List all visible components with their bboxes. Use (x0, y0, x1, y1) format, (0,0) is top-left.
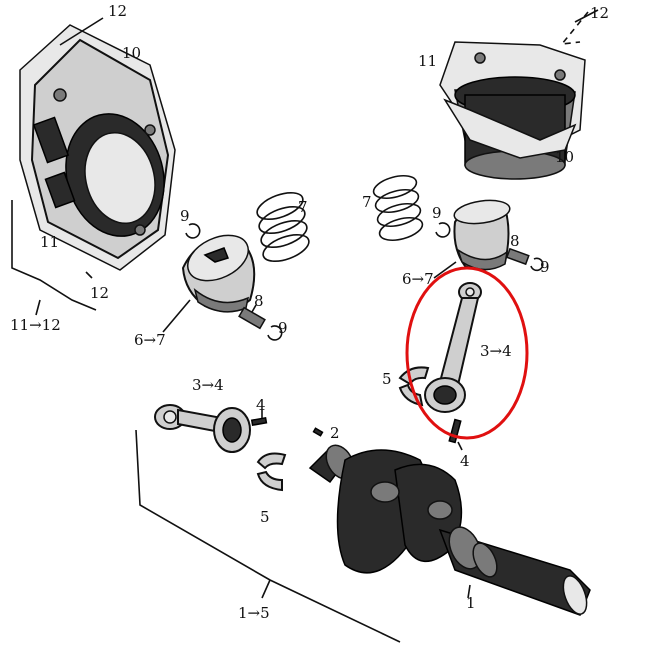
label-pin-right: 8 (510, 232, 520, 250)
rod-bolt-right (448, 418, 462, 444)
leader-crank-group (261, 579, 271, 599)
leader-head-right-gasket-top (560, 11, 589, 46)
piston-right (453, 199, 511, 271)
circlip-left-bottom (267, 325, 283, 341)
label-head-left-body: 11 (40, 233, 59, 251)
piston-left (181, 234, 256, 313)
piston-rings-left (256, 192, 310, 262)
leader-head-right-gasket-arrow (574, 9, 599, 23)
label-bolt-left: 4 (256, 396, 266, 414)
cylinder-head-left (19, 24, 176, 271)
label-rod-left: 3→4 (192, 376, 224, 394)
connecting-rod-left (154, 404, 251, 453)
leader-bolt-right (457, 441, 463, 451)
leader-crankshaft (467, 584, 471, 599)
bearing-left (256, 452, 287, 492)
leader-head-left-gasket-bottom (85, 271, 93, 279)
piston-pin-left (238, 306, 266, 330)
label-bolt-right: 4 (460, 452, 470, 470)
bracket-head-left (11, 200, 97, 311)
bearing-right (398, 366, 430, 407)
label-clip-right-top: 9 (432, 204, 442, 222)
label-head-right-gasket-top: 12 (590, 4, 609, 22)
leader-head-left-gasket-top (59, 17, 104, 46)
connecting-rod-right (424, 282, 482, 413)
leader-piston-left (162, 299, 191, 333)
circlip-right-side (530, 257, 544, 272)
circlip-left-top (185, 223, 201, 239)
label-key: 2 (330, 424, 340, 442)
label-head-right-top: 10 (555, 148, 574, 166)
label-rings-left: 7 (298, 198, 308, 216)
rod-bolt-left (250, 416, 268, 427)
circlip-right-top (435, 222, 451, 238)
bracket-crank-group (135, 429, 401, 643)
label-piston-left: 6→7 (134, 331, 166, 349)
piston-pin-right (505, 247, 530, 266)
leader-pin-left (251, 304, 257, 313)
label-head-left-gasket-bottom: 12 (90, 284, 109, 302)
cylinder-head-right (439, 41, 586, 180)
label-head-left-gasket-top: 12 (108, 2, 127, 20)
label-rings-right: 7 (362, 193, 372, 211)
label-bearing-right: 5 (382, 370, 392, 388)
label-head-left-group: 11→12 (10, 316, 61, 334)
label-rod-right: 3→4 (480, 342, 512, 360)
crankshaft (308, 444, 591, 616)
label-piston-right: 6→7 (402, 270, 434, 288)
label-clip-left-top: 9 (180, 207, 190, 225)
label-clip-right-side: 9 (540, 258, 550, 276)
label-bearing-left: 5 (260, 508, 270, 526)
leader-head-left-group (35, 299, 41, 316)
piston-rings-right (372, 174, 424, 242)
label-crank-group: 1→5 (238, 604, 270, 622)
label-head-left-top: 10 (122, 44, 141, 62)
highlight-ellipse (405, 266, 529, 440)
label-head-right-body: 11 (418, 52, 437, 70)
woodruff-key (312, 427, 324, 437)
label-pin-left: 8 (254, 292, 264, 310)
label-clip-left-bottom: 9 (278, 319, 288, 337)
label-crankshaft: 1 (466, 594, 476, 612)
leader-piston-right (433, 261, 457, 279)
